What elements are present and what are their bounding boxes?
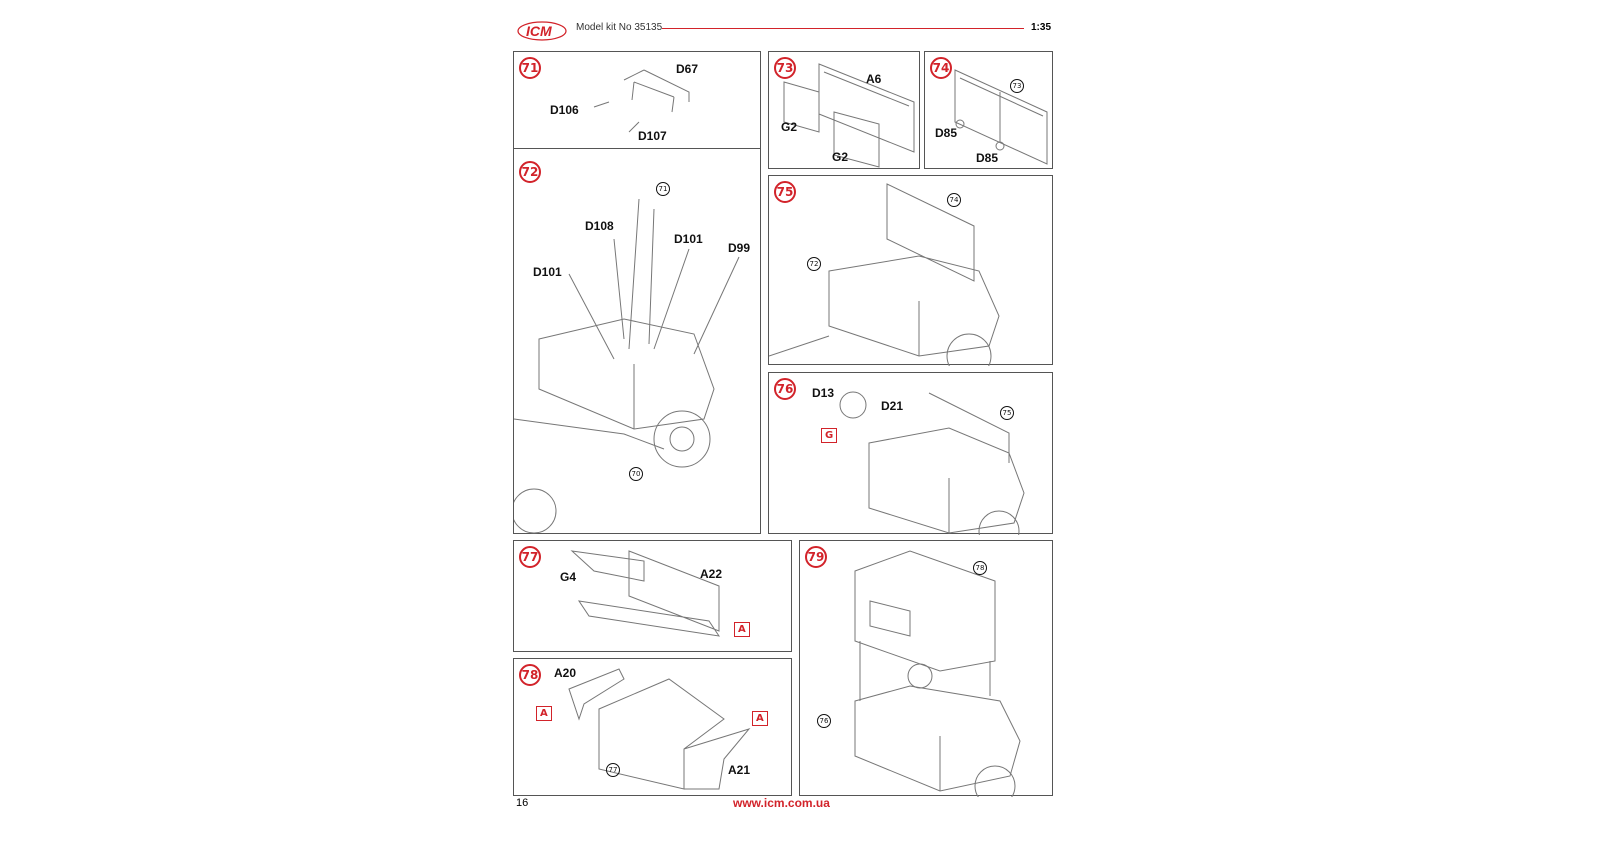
part-label: D21 — [881, 399, 904, 413]
paint-code-box: A — [752, 711, 768, 726]
part-label: D107 — [638, 129, 667, 143]
step-reference: 71 — [656, 182, 670, 196]
step-number: 74 — [930, 57, 952, 79]
step-reference: 73 — [1010, 79, 1024, 93]
part-label: D108 — [585, 219, 614, 233]
part-label: D101 — [674, 232, 703, 246]
step-reference: 70 — [629, 467, 643, 481]
step-number: 76 — [774, 378, 796, 400]
part-label: D85 — [976, 151, 999, 165]
paint-code-box: G — [821, 428, 838, 443]
step-number: 77 — [519, 546, 541, 568]
step-77-panel: 77 G4 A22 A — [513, 540, 792, 652]
paint-code-box: A — [536, 706, 552, 721]
step-76-drawing — [839, 391, 1025, 535]
step-reference: 74 — [947, 193, 961, 207]
step-71-drawing — [593, 69, 690, 133]
svg-text:ICM: ICM — [526, 23, 552, 39]
step-reference: 77 — [606, 763, 620, 777]
step-75-drawing — [769, 183, 1000, 366]
step-73-panel: 73 A6 G2 G2 — [768, 51, 920, 169]
step-72-panel: 72 71 D108 D101 D99 D101 70 — [513, 148, 761, 534]
step-number: 73 — [774, 57, 796, 79]
step-number: 79 — [805, 546, 827, 568]
step-reference: 72 — [807, 257, 821, 271]
step-number: 75 — [774, 181, 796, 203]
step-number: 72 — [519, 161, 541, 183]
step-79-panel: 79 78 76 — [799, 540, 1053, 797]
part-label: D99 — [728, 241, 751, 255]
kit-number: Model kit No 35135 — [576, 22, 663, 33]
step-76-panel: 76 D13 D21 G 75 — [768, 372, 1053, 535]
step-78-panel: 78 A20 A A 77 A21 — [513, 658, 792, 796]
step-79-drawing — [854, 550, 1021, 797]
part-label: D101 — [533, 265, 562, 279]
part-label: G2 — [832, 150, 849, 164]
step-77-drawing — [570, 550, 721, 637]
step-74-panel: 74 73 D85 D85 — [924, 51, 1053, 169]
step-73-drawing — [783, 63, 915, 168]
part-label: A22 — [700, 567, 723, 581]
part-label: A20 — [554, 666, 577, 680]
step-78-drawing — [568, 668, 751, 790]
part-label: G4 — [560, 570, 577, 584]
step-71-panel: 71 D67 D106 D107 — [513, 51, 761, 149]
paint-code-box: A — [734, 622, 750, 637]
part-label: D106 — [550, 103, 579, 117]
step-number: 78 — [519, 664, 541, 686]
part-label: A6 — [866, 72, 882, 86]
part-label: D13 — [812, 386, 835, 400]
step-reference: 75 — [1000, 406, 1014, 420]
header-rule — [662, 28, 1024, 29]
step-reference: 78 — [973, 561, 987, 575]
scale-label: 1:35 — [1031, 22, 1052, 33]
step-72-drawing — [514, 198, 740, 534]
step-74-drawing — [954, 69, 1048, 165]
icm-logo: ICM — [516, 18, 568, 46]
step-75-panel: 75 74 72 — [768, 175, 1053, 366]
part-label: G2 — [781, 120, 798, 134]
part-label: A21 — [728, 763, 751, 777]
website-link[interactable]: www.icm.com.ua — [733, 796, 830, 810]
part-label: D67 — [676, 62, 699, 76]
page-number: 16 — [516, 797, 529, 809]
step-number: 71 — [519, 57, 541, 79]
part-label: D85 — [935, 126, 958, 140]
step-reference: 76 — [817, 714, 831, 728]
